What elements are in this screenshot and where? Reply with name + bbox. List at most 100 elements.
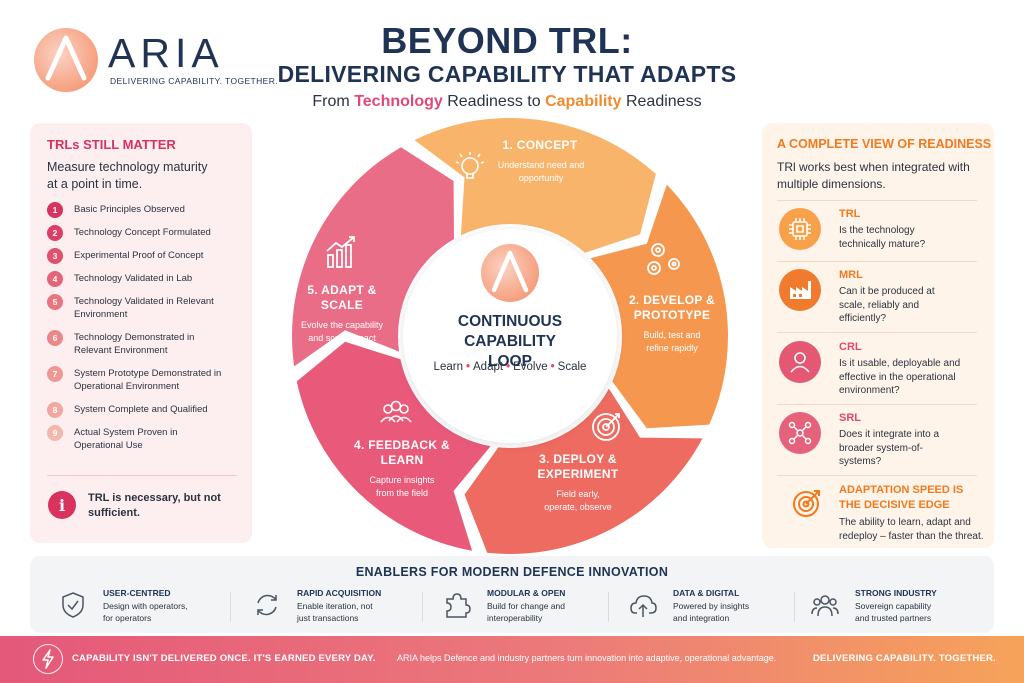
- subtitle-prefix: From: [312, 93, 355, 110]
- readiness-item-srl: SRL Does it integrate into a broader sys…: [777, 412, 977, 472]
- team-icon: [811, 595, 839, 617]
- loop-segment-shape: [464, 388, 703, 555]
- trl-level-item: 8 System Complete and Qualified: [47, 402, 247, 426]
- segment-description: Evolve the capability and scale impact: [300, 320, 384, 343]
- subtitle-capability: Capability: [545, 93, 622, 110]
- enabler-strong-industry: STRONG INDUSTRY Sovereign capability and…: [810, 588, 980, 626]
- loop-segment-shape: [292, 147, 454, 367]
- trl-level-number: 9: [47, 425, 63, 441]
- trl-level-label: Technology Validated in Relevant Environ…: [74, 296, 214, 320]
- divider: [777, 261, 977, 262]
- enablers-bar: ENABLERS FOR MODERN DEFENCE INNOVATION U…: [30, 556, 994, 633]
- enabler-modular-open: MODULAR & OPEN Build for change and inte…: [442, 588, 602, 626]
- page-title-line2: DELIVERING CAPABILITY THAT ADAPTS: [277, 61, 737, 87]
- enabler-description: Enable iteration, not just transactions: [297, 601, 373, 623]
- cloud-upload-icon: [630, 595, 657, 617]
- segment-title: 2. DEVELOP & PROTOTYPE: [628, 293, 716, 322]
- enabler-name: USER-CENTRED: [103, 588, 171, 598]
- enabler-name: MODULAR & OPEN: [487, 588, 566, 598]
- trl-level-item: 9 Actual System Proven in Operational Use: [47, 425, 247, 462]
- target-icon: [791, 487, 823, 519]
- enabler-description: Design with operators, for operators: [103, 601, 188, 623]
- loop-segment-adapt: 5. ADAPT & SCALE Evolve the capability a…: [292, 283, 392, 345]
- subtitle-middle: Readiness to: [442, 93, 546, 110]
- shield-check-icon: [62, 592, 84, 618]
- trl-level-label: Actual System Proven in Operational Use: [74, 427, 178, 451]
- footer-banner: CAPABILITY ISN'T DELIVERED ONCE. IT'S EA…: [0, 636, 1024, 683]
- segment-title: 3. DEPLOY & EXPERIMENT: [537, 452, 619, 481]
- user-icon: [779, 341, 821, 383]
- trl-level-label: Technology Concept Formulated: [74, 227, 211, 238]
- trl-level-number: 8: [47, 402, 63, 418]
- readiness-label: SRL: [839, 412, 861, 424]
- enabler-description: Sovereign capability and trusted partner…: [855, 601, 932, 623]
- target-icon: [592, 413, 620, 441]
- gears-icon: [647, 243, 680, 275]
- trl-level-number: 5: [47, 294, 63, 310]
- enabler-name: RAPID ACQUISITION: [297, 588, 382, 598]
- trl-level-number: 1: [47, 202, 63, 218]
- separator: [794, 592, 795, 622]
- trl-level-label: Technology Demonstrated in Relevant Envi…: [74, 332, 195, 356]
- enabler-description: Powered by insights and integration: [673, 601, 750, 623]
- segment-description: Build, test and refine rapidly: [643, 330, 701, 353]
- segment-description: Capture insights from the field: [369, 475, 435, 498]
- loop-center-title: CONTINUOUS CAPABILITY LOOP: [457, 313, 563, 370]
- chip-icon: [779, 208, 821, 250]
- puzzle-icon: [446, 593, 471, 618]
- growth-chart-icon: [326, 236, 355, 268]
- adaptation-speed: ADAPTATION SPEED IS THE DECISIVE EDGE Th…: [777, 483, 984, 543]
- loop-segment-shape: [414, 118, 656, 253]
- readiness-panel-heading: A COMPLETE VIEW OF READINESS: [777, 137, 992, 151]
- trl-level-number: 4: [47, 271, 63, 287]
- readiness-description: Can it be produced at scale, reliably an…: [839, 286, 935, 324]
- segment-title: 4. FEEDBACK & LEARN: [354, 438, 450, 467]
- trl-level-number: 3: [47, 248, 63, 264]
- info-icon: i: [48, 491, 76, 519]
- trl-level-number: 7: [47, 366, 63, 382]
- lightbulb-icon: [455, 152, 485, 179]
- trl-level-item: 7 System Prototype Demonstrated in Operat…: [47, 366, 247, 403]
- segment-description: Understand need and opportunity: [497, 160, 585, 183]
- subtitle-suffix: Readiness: [621, 93, 702, 110]
- segment-title: 1. CONCEPT: [502, 138, 578, 152]
- network-icon: [779, 412, 821, 454]
- page-subtitle: From Technology Readiness to Capability …: [250, 93, 764, 111]
- brand-name: ARIA: [108, 30, 224, 76]
- trl-level-label: System Complete and Qualified: [74, 404, 208, 415]
- trl-level-label: Technology Validated in Lab: [74, 273, 193, 284]
- loop-segment-concept: 1. CONCEPT Understand need and opportuni…: [470, 138, 610, 185]
- readiness-label: MRL: [839, 269, 863, 281]
- enabler-data-digital: DATA & DIGITAL Powered by insights and i…: [628, 588, 788, 626]
- enabler-name: DATA & DIGITAL: [673, 588, 740, 598]
- separator: [422, 592, 423, 622]
- trl-level-label: System Prototype Demonstrated in Operati…: [74, 368, 222, 392]
- factory-icon: [779, 269, 821, 311]
- enabler-name: STRONG INDUSTRY: [855, 588, 937, 598]
- trl-level-number: 2: [47, 225, 63, 241]
- loop-segment-deploy: 3. DEPLOY & EXPERIMENT Field early, oper…: [528, 452, 628, 514]
- adaptation-speed-heading: ADAPTATION SPEED IS THE DECISIVE EDGE: [839, 484, 964, 511]
- readiness-description: Is the technology technically mature?: [839, 225, 926, 250]
- trl-level-number: 6: [47, 330, 63, 346]
- readiness-label: TRL: [839, 208, 861, 220]
- trl-panel: TRLs STILL MATTER Measure technology mat…: [30, 123, 252, 543]
- readiness-item-crl: CRL Is it usable, deployable and effecti…: [777, 341, 977, 401]
- trl-level-item: 4 Technology Validated in Lab: [47, 271, 247, 295]
- readiness-description: Does it integrate into a broader system-…: [839, 429, 940, 467]
- divider: [47, 475, 237, 476]
- trl-level-item: 2 Technology Concept Formulated: [47, 225, 247, 249]
- trl-panel-heading: TRLs STILL MATTER: [47, 137, 176, 152]
- readiness-description: Is it usable, deployable and effective i…: [839, 358, 961, 396]
- keyword: Learn: [433, 361, 463, 373]
- brand-tagline: DELIVERING CAPABILITY. TOGETHER.: [110, 76, 279, 86]
- keyword: Scale: [557, 361, 587, 373]
- readiness-panel: A COMPLETE VIEW OF READINESS TRl works b…: [762, 123, 994, 548]
- enabler-user-centred: USER-CENTRED Design with operators, for …: [58, 588, 218, 626]
- divider: [777, 200, 977, 201]
- readiness-item-trl: TRL Is the technology technically mature…: [777, 208, 977, 258]
- trl-panel-description: Measure technology maturity at a point i…: [47, 160, 208, 191]
